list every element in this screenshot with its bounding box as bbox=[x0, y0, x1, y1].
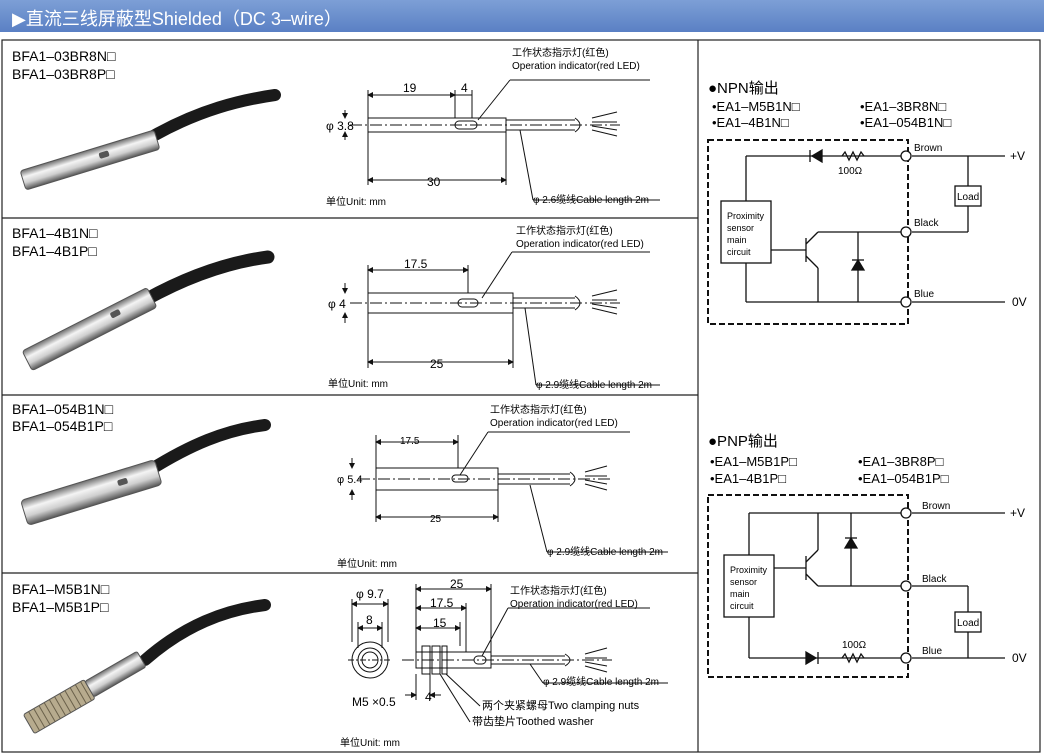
pnp-model: •EA1–3BR8P□ bbox=[858, 454, 944, 469]
indicator-label-en: Operation indicator(red LED) bbox=[510, 599, 638, 610]
model-name: BFA1–M5B1P□ bbox=[12, 599, 109, 615]
diameter-label: φ 5.4 bbox=[337, 474, 362, 486]
circuit-label: Proximity bbox=[730, 565, 768, 575]
unit-label: 单位Unit: mm bbox=[328, 377, 388, 390]
model-name: BFA1–4B1P□ bbox=[12, 243, 97, 259]
circuit-label: Proximity bbox=[727, 211, 765, 221]
pnp-model: •EA1–M5B1P□ bbox=[710, 454, 797, 469]
blue-label: Blue bbox=[922, 646, 942, 657]
model-name: BFA1–4B1N□ bbox=[12, 225, 98, 241]
npn-model: •EA1–4B1N□ bbox=[712, 115, 789, 130]
dim-label: 17.5 bbox=[430, 596, 454, 610]
dim-label: 4 bbox=[461, 81, 468, 95]
circuit-label: circuit bbox=[727, 247, 751, 257]
blue-label: Blue bbox=[914, 289, 934, 300]
model-name: BFA1–054B1P□ bbox=[12, 418, 113, 434]
dim-label: 19 bbox=[403, 81, 417, 95]
brown-label: Brown bbox=[914, 143, 942, 154]
nuts-label: 两个夹紧螺母Two clamping nuts bbox=[482, 699, 640, 712]
indicator-label-cn: 工作状态指示灯(红色) bbox=[516, 224, 613, 237]
circuit-label: main bbox=[730, 589, 750, 599]
hex-label: 8 bbox=[366, 613, 373, 627]
dimension-drawing bbox=[348, 584, 668, 723]
model-name: BFA1–M5B1N□ bbox=[12, 581, 110, 597]
model-name: BFA1–03BR8P□ bbox=[12, 66, 115, 82]
sensor-photo bbox=[22, 250, 275, 371]
indicator-label-cn: 工作状态指示灯(红色) bbox=[490, 403, 587, 416]
thread-label: M5 ×0.5 bbox=[352, 695, 396, 709]
vplus-label: +V bbox=[1010, 149, 1025, 163]
indicator-label-en: Operation indicator(red LED) bbox=[512, 61, 640, 72]
sensor-photo bbox=[23, 599, 271, 734]
unit-label: 单位Unit: mm bbox=[340, 736, 400, 749]
dim-label: 25 bbox=[450, 577, 464, 591]
indicator-label-cn: 工作状态指示灯(红色) bbox=[510, 584, 607, 597]
pnp-model: •EA1–054B1P□ bbox=[858, 471, 949, 486]
npn-output-diagram: ●NPN输出 •EA1–M5B1N□ •EA1–3BR8N□ •EA1–4B1N… bbox=[707, 80, 1027, 325]
vplus-label: +V bbox=[1010, 506, 1025, 520]
cable-label: φ 2.9缆线Cable length 2m bbox=[547, 545, 663, 558]
model-name: BFA1–03BR8N□ bbox=[12, 48, 116, 64]
product-row-1: BFA1–03BR8N□ BFA1–03BR8P□ bbox=[12, 46, 660, 208]
model-name: BFA1–054B1N□ bbox=[12, 401, 114, 417]
table-grid bbox=[1, 39, 1041, 753]
diameter-label: φ 9.7 bbox=[356, 587, 384, 601]
dimension-drawing bbox=[342, 251, 660, 386]
dim-label: 17.5 bbox=[404, 257, 428, 271]
brown-label: Brown bbox=[922, 501, 950, 512]
npn-model: •EA1–3BR8N□ bbox=[860, 99, 946, 114]
pnp-title: ●PNP输出 bbox=[708, 433, 778, 450]
sensor-photo bbox=[20, 89, 281, 190]
indicator-label-cn: 工作状态指示灯(红色) bbox=[512, 46, 609, 59]
section-title: ▶直流三线屏蔽型Shielded（DC 3–wire） bbox=[12, 9, 342, 29]
unit-label: 单位Unit: mm bbox=[326, 195, 386, 208]
product-row-2: BFA1–4B1N□ BFA1–4B1P□ bbox=[12, 224, 660, 391]
pnp-output-diagram: ●PNP输出 •EA1–M5B1P□ •EA1–3BR8P□ •EA1–4B1P… bbox=[707, 433, 1027, 678]
vzero-label: 0V bbox=[1012, 295, 1027, 309]
spec-table: BFA1–03BR8N□ BFA1–03BR8P□ bbox=[1, 39, 1041, 753]
diameter-label: φ 3.8 bbox=[326, 119, 354, 133]
washer-label: 带齿垫片Toothed washer bbox=[472, 714, 594, 728]
unit-label: 单位Unit: mm bbox=[337, 557, 397, 570]
cable-label: φ 2.6缆线Cable length 2m bbox=[533, 193, 649, 206]
dim-label: 4 bbox=[425, 690, 432, 704]
section-header: ▶直流三线屏蔽型Shielded（DC 3–wire） bbox=[0, 0, 1044, 32]
dim-label: 25 bbox=[430, 357, 444, 371]
circuit-label: sensor bbox=[727, 223, 754, 233]
cable-label: φ 2.9缆线Cable length 2m bbox=[543, 675, 659, 688]
diameter-label: φ 4 bbox=[328, 297, 346, 311]
circuit-label: sensor bbox=[730, 577, 757, 587]
resistor-label: 100Ω bbox=[842, 640, 867, 651]
black-label: Black bbox=[914, 218, 939, 229]
dim-label: 17.5 bbox=[400, 436, 420, 447]
product-row-4: BFA1–M5B1N□ BFA1–M5B1P□ bbox=[12, 577, 668, 749]
cable-label: φ 2.9缆线Cable length 2m bbox=[536, 378, 652, 391]
black-label: Black bbox=[922, 574, 947, 585]
indicator-label-en: Operation indicator(red LED) bbox=[516, 239, 644, 250]
product-row-3: BFA1–054B1N□ BFA1–054B1P□ bbox=[12, 401, 668, 570]
npn-model: •EA1–054B1N□ bbox=[860, 115, 951, 130]
circuit-label: circuit bbox=[730, 601, 754, 611]
vzero-label: 0V bbox=[1012, 651, 1027, 665]
indicator-label-en: Operation indicator(red LED) bbox=[490, 418, 618, 429]
dimension-drawing bbox=[349, 431, 668, 553]
circuit-label: main bbox=[727, 235, 747, 245]
pnp-model: •EA1–4B1P□ bbox=[710, 471, 786, 486]
load-label: Load bbox=[957, 618, 979, 629]
dim-label: 30 bbox=[427, 175, 441, 189]
dim-label: 25 bbox=[430, 514, 442, 525]
npn-model: •EA1–M5B1N□ bbox=[712, 99, 800, 114]
dim-label: 15 bbox=[433, 616, 447, 630]
npn-title: ●NPN输出 bbox=[708, 80, 779, 97]
resistor-label: 100Ω bbox=[838, 166, 863, 177]
dimension-drawing bbox=[342, 79, 660, 201]
sensor-photo bbox=[21, 419, 271, 525]
load-label: Load bbox=[957, 192, 979, 203]
